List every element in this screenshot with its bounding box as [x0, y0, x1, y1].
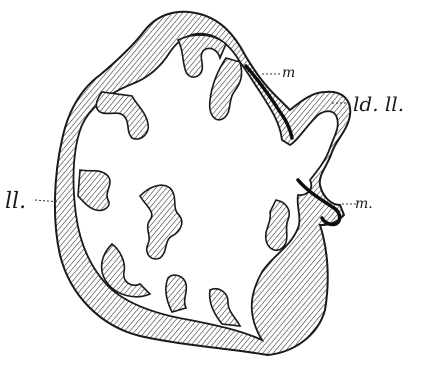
label-m-top: m: [282, 66, 295, 80]
label-ll-left: ll.: [5, 191, 26, 213]
label-ld-ll: ld. ll.: [353, 94, 404, 114]
label-m-right: m.: [355, 197, 373, 211]
